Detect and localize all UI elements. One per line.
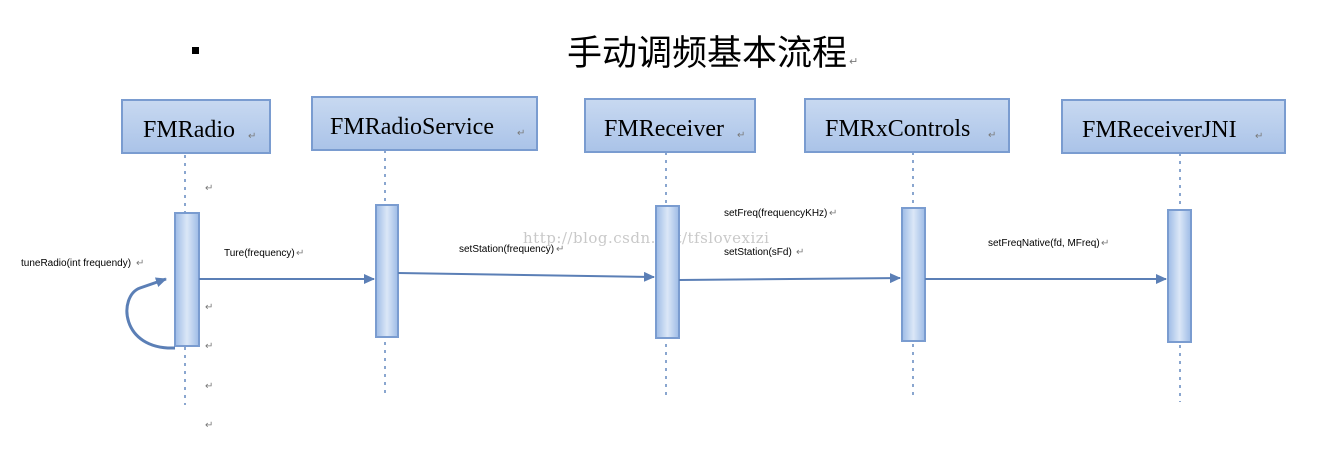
activation-bar-fmradioservice — [375, 204, 399, 338]
message-label-self-call: tuneRadio(int frequendy) — [21, 258, 131, 269]
paragraph-mark-icon: ↵ — [988, 130, 996, 141]
paragraph-mark-icon: ↵ — [849, 55, 859, 68]
participant-fmradioservice: FMRadioService ↵ — [311, 96, 538, 151]
paragraph-mark-icon: ↵ — [205, 341, 213, 352]
message-label-2: setStation(frequency) — [459, 244, 554, 255]
paragraph-mark-icon: ↵ — [136, 258, 144, 269]
paragraph-mark-icon: ↵ — [296, 248, 304, 259]
message-arrow-3 — [678, 273, 901, 284]
paragraph-mark-icon: ↵ — [737, 130, 745, 141]
participant-fmrxcontrols: FMRxControls ↵ — [804, 98, 1010, 153]
message-label-1: Ture(frequency) — [224, 248, 295, 259]
paragraph-mark-icon: ↵ — [1101, 238, 1109, 249]
message-arrow-2 — [397, 271, 655, 282]
paragraph-mark-icon: ↵ — [205, 381, 213, 392]
participant-fmreceiver: FMReceiver ↵ — [584, 98, 756, 153]
paragraph-mark-icon: ↵ — [829, 208, 837, 219]
diagram-title: 手动调频基本流程↵ — [567, 30, 858, 86]
paragraph-mark-icon: ↵ — [556, 244, 564, 255]
diagram-title-text: 手动调频基本流程 — [567, 34, 848, 74]
activation-bar-fmreceiver — [655, 205, 680, 339]
message-label-4: setFreqNative(fd, MFreq) — [988, 238, 1100, 249]
paragraph-mark-icon: ↵ — [1255, 131, 1263, 142]
participant-label-fmreceiver: FMReceiver — [604, 116, 724, 142]
participant-label-fmradioservice: FMRadioService — [330, 114, 494, 140]
watermark-text: http://blog.csdn.net/tfslovexizi — [523, 229, 769, 247]
paragraph-mark-icon: ↵ — [205, 302, 213, 313]
paragraph-mark-icon: ↵ — [796, 247, 804, 258]
self-call-arrow — [125, 277, 176, 350]
message-label-3a: setFreq(frequencyKHz) — [724, 208, 827, 219]
paragraph-mark-icon: ↵ — [205, 420, 213, 431]
participant-fmradio: FMRadio ↵ — [121, 99, 271, 154]
bullet-point — [192, 47, 199, 54]
paragraph-mark-icon: ↵ — [205, 183, 213, 194]
activation-bar-fmrxcontrols — [901, 207, 926, 342]
activation-bar-fmreceiverjni — [1167, 209, 1192, 343]
message-label-3b: setStation(sFd) — [724, 247, 792, 258]
paragraph-mark-icon: ↵ — [248, 131, 256, 142]
paragraph-mark-icon: ↵ — [517, 128, 525, 139]
participant-fmreceiverjni: FMReceiverJNI ↵ — [1061, 99, 1286, 154]
participant-label-fmreceiverjni: FMReceiverJNI — [1082, 117, 1237, 143]
participant-label-fmrxcontrols: FMRxControls — [825, 116, 970, 142]
participant-label-fmradio: FMRadio — [143, 117, 235, 143]
activation-bar-fmradio — [174, 212, 200, 347]
